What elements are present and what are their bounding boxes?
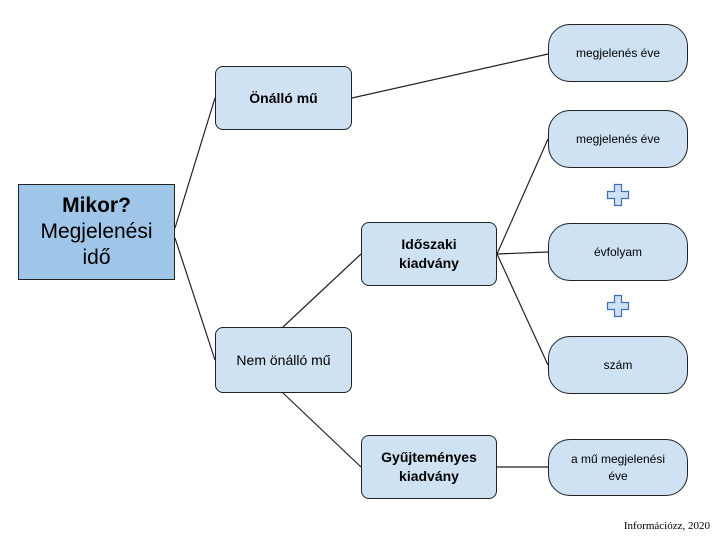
- edge-root-onallo: [174, 97, 216, 229]
- plus-icon: [606, 294, 630, 318]
- leaf-evfolyam: évfolyam: [548, 223, 688, 281]
- plus-icon: [606, 183, 630, 207]
- node-gyujtemenyes-kiadvany: Gyűjteményes kiadvány: [361, 435, 497, 499]
- leaf-mu-megjelenesi-line1: a mű megjelenési: [570, 451, 666, 466]
- leaf-megjelenes-eve-2-label: megjelenés éve: [575, 131, 661, 146]
- edge-nemonallo-gyujtemenyes: [282, 392, 362, 468]
- leaf-evfolyam-label: évfolyam: [593, 244, 643, 259]
- node-nem-onallo-mu: Nem önálló mű: [215, 327, 352, 393]
- credit-text: Információzz, 2020: [623, 520, 710, 532]
- node-gyujtemenyes-line2: kiadvány: [399, 468, 459, 484]
- edge-idoszaki-megjelenes: [496, 138, 549, 255]
- edge-root-nem-onallo: [174, 237, 216, 361]
- edge-nemonallo-idoszaki: [282, 253, 362, 328]
- leaf-megjelenes-eve-1-label: megjelenés éve: [575, 45, 661, 60]
- edge-onallo-megjelenes: [351, 53, 549, 99]
- root-line2: Megjelenési: [40, 219, 153, 243]
- node-idoszaki-line2: kiadvány: [399, 255, 459, 271]
- node-idoszaki-line1: Időszaki: [401, 236, 457, 253]
- leaf-szam: szám: [548, 336, 688, 394]
- root-line3: idő: [82, 246, 111, 270]
- node-nem-onallo-mu-label: Nem önálló mű: [236, 351, 331, 368]
- node-onallo-mu: Önálló mű: [215, 66, 352, 130]
- leaf-szam-label: szám: [603, 357, 633, 372]
- leaf-megjelenes-eve-2: megjelenés éve: [548, 110, 688, 168]
- root-title: Mikor?: [62, 193, 131, 217]
- node-gyujtemenyes-line1: Gyűjteményes: [381, 449, 477, 466]
- node-idoszaki-kiadvany: Időszaki kiadvány: [361, 222, 497, 286]
- edge-idoszaki-evfolyam: [496, 251, 549, 255]
- leaf-mu-megjelenesi-eve: a mű megjelenési éve: [548, 439, 688, 496]
- leaf-megjelenes-eve-1: megjelenés éve: [548, 24, 688, 82]
- edge-idoszaki-szam: [496, 253, 549, 366]
- node-onallo-mu-label: Önálló mű: [249, 89, 318, 106]
- root-node: Mikor? Megjelenési idő: [18, 184, 175, 280]
- leaf-mu-megjelenesi-line2: éve: [608, 468, 628, 483]
